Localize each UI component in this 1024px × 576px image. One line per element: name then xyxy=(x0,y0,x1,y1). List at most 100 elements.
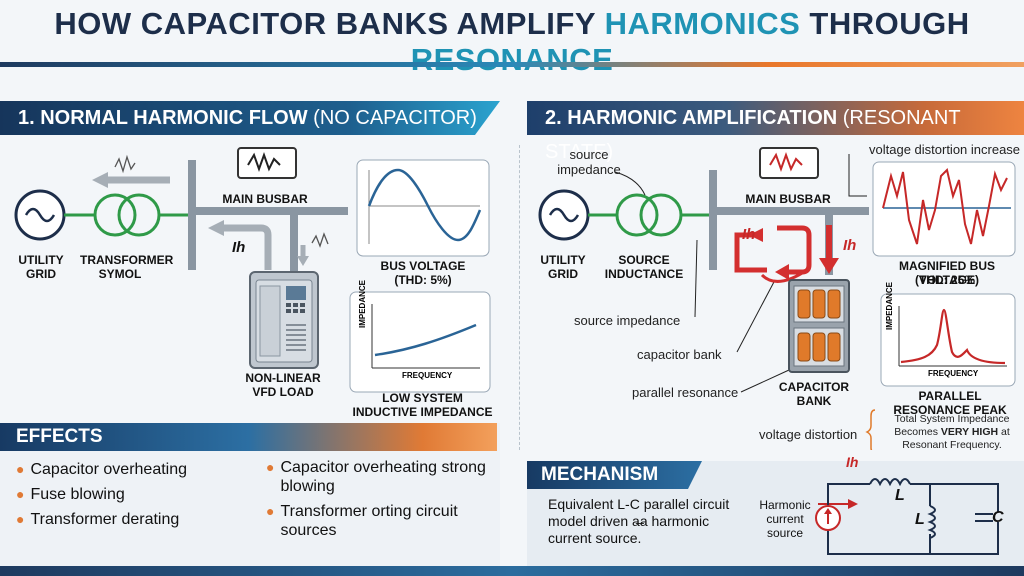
s2-peak-caption: PARALLEL RESONANCE PEAK xyxy=(893,389,1007,417)
mechanism-header: MECHANISM xyxy=(527,461,702,489)
effect-item: ● Transformer orting circuit sources xyxy=(266,502,486,540)
mechanism-text: Equivalent L-C parallel circuit model dr… xyxy=(548,496,730,546)
bottom-bar xyxy=(0,566,1024,576)
s2-source-inductance-label: SOURCE INDUCTANCE xyxy=(604,253,684,281)
circulating-current-icon xyxy=(734,225,812,283)
mech-C: C xyxy=(992,509,1004,526)
inductor-shunt-icon xyxy=(927,505,936,539)
effect-text: Capacitor overheating strong blowing xyxy=(280,459,486,495)
source-inductance-icon xyxy=(615,193,683,237)
bus-voltage-card xyxy=(356,159,490,257)
s1-bus-voltage-label: BUS VOLTAGE xyxy=(380,259,466,273)
section2-header-bold: 2. HARMONIC AMPLIFICATION xyxy=(545,107,838,129)
effect-item: ● Capacitor overheating strong blowing xyxy=(266,458,486,496)
s2-capacitor-bank-label: capacitor bank xyxy=(637,347,722,362)
busbar-drop xyxy=(290,215,298,275)
s2-impedance-axis: IMPEDANCE xyxy=(885,281,894,330)
note-line2-bold: VERY HIGH xyxy=(940,426,999,438)
waveform-box-red-icon xyxy=(759,147,819,179)
note-line1: Total System Impedance xyxy=(894,413,1010,425)
s2-magnified-label: MAGNIFIED BUS VOLTAGE xyxy=(899,259,995,287)
ac-source-icon xyxy=(14,189,66,241)
effect-text: Fuse blowing xyxy=(30,486,125,503)
resonance-peak-card xyxy=(880,293,1016,387)
transformer-icon xyxy=(93,193,161,237)
harmonic-source-label: Harmonic current source xyxy=(759,498,811,540)
busbar-vertical xyxy=(709,170,717,270)
note-line2-pre: Becomes xyxy=(894,426,941,438)
s2-ih-left: Ih xyxy=(742,226,756,243)
bullet-icon: ● xyxy=(16,461,25,477)
s2-source-impedance-top: source impedance xyxy=(557,147,621,177)
mech-L-series: L xyxy=(895,487,905,504)
ac-source-icon xyxy=(538,189,590,241)
note-line3: Resonant Frequency. xyxy=(902,439,1002,451)
bullet-icon: ● xyxy=(16,486,25,502)
note-line2-post: at xyxy=(998,426,1010,438)
s1-ih-label: Ih xyxy=(232,239,246,256)
section1-header: 1. NORMAL HARMONIC FLOW (NO CAPACITOR) xyxy=(0,101,500,135)
s2-frequency-axis: FREQUENCY xyxy=(928,369,979,378)
section1-header-bold: 1. NORMAL HARMONIC FLOW xyxy=(18,107,308,129)
bullet-icon: ● xyxy=(266,503,275,519)
page-title: HOW CAPACITOR BANKS AMPLIFY HARMONICS TH… xyxy=(0,6,1024,78)
s2-source-impedance-mid: source impedance xyxy=(574,313,681,328)
section-divider xyxy=(519,145,521,450)
title-part1: HOW CAPACITOR BANKS AMPLIFY xyxy=(54,6,605,41)
waveform-box-icon xyxy=(237,147,297,179)
s2-thd-label: (THD: 25%) xyxy=(914,273,979,287)
effect-item: ● Transformer derating xyxy=(16,510,246,529)
section2-header-light: (RESONANT STATE) xyxy=(545,107,961,163)
down-current-arrow-icon xyxy=(819,225,839,274)
s1-frequency-axis: FREQUENCY xyxy=(402,371,453,380)
note-line2: Becomes VERY HIGH at xyxy=(882,426,1022,439)
section1-header-light: (NO CAPACITOR) xyxy=(307,107,477,129)
busbar-horizontal xyxy=(188,207,348,215)
s2-utility-grid-label: UTILITY GRID xyxy=(540,253,586,281)
section2-diagram xyxy=(538,147,1016,450)
s1-impedance-caption: LOW SYSTEM INDUCTIVE IMPEDANCE xyxy=(352,391,493,419)
title-part2: HARMONICS xyxy=(604,6,801,41)
mech-L-shunt: L xyxy=(915,511,925,528)
harmonic-squiggle2-icon xyxy=(311,232,329,248)
effect-item: ● Fuse blowing xyxy=(16,485,246,504)
s2-voltage-distortion: voltage distortion xyxy=(759,427,858,442)
current-arrow-icon xyxy=(208,220,272,270)
harmonic-squiggle-icon xyxy=(114,154,136,174)
capacitor-bank-icon xyxy=(788,279,850,373)
lc-circuit-diagram xyxy=(815,478,1000,555)
effects-left-list: ● Capacitor overheating ● Fuse blowing ● Tr… xyxy=(16,460,246,529)
bullet-icon: ● xyxy=(16,511,25,527)
s1-vfd-label: NON-LINEAR VFD LOAD xyxy=(245,371,321,399)
s1-utility-grid-label: UTILITY GRID xyxy=(18,253,64,281)
harmonic-left-arrow-icon xyxy=(92,172,170,188)
title-divider xyxy=(0,62,1024,67)
s2-voltage-distortion-increase: voltage distortion increase xyxy=(869,142,1021,157)
magnified-voltage-card xyxy=(872,161,1016,257)
s2-impedance-note: Total System Impedance Becomes VERY HIGH… xyxy=(882,413,1022,452)
title-part4: RESONANCE xyxy=(410,42,614,77)
effect-text: Transformer derating xyxy=(30,511,180,528)
s1-transformer-label: TRANSFORMER SYMOL xyxy=(80,253,174,281)
effects-right-list: ● Capacitor overheating strong blowing ● T… xyxy=(266,458,486,540)
s1-impedance-axis: IMPEDANCE xyxy=(358,279,367,328)
s2-parallel-resonance-label: parallel resonance xyxy=(632,385,739,400)
vfd-drive-icon xyxy=(249,271,319,369)
effect-item: ● Capacitor overheating xyxy=(16,460,246,479)
s2-busbar-label: MAIN BUSBAR xyxy=(745,192,831,206)
title-part3: THROUGH xyxy=(800,6,970,41)
effect-text: Transformer orting circuit sources xyxy=(280,503,458,539)
bullet-icon: ● xyxy=(266,459,275,475)
brace-icon xyxy=(865,409,876,450)
mech-ih-label: Ih xyxy=(846,454,859,470)
s2-ih-right: Ih xyxy=(843,237,857,254)
impedance-card xyxy=(349,291,491,393)
s2-capacitor-bank-title: CAPACITOR BANK xyxy=(778,380,850,408)
inductor-series-icon xyxy=(869,478,911,487)
section2-header: 2. HARMONIC AMPLIFICATION (RESONANT STAT… xyxy=(527,101,1024,163)
busbar-horizontal xyxy=(709,207,869,215)
section1-diagram xyxy=(14,147,491,393)
s1-busbar-label: MAIN BUSBAR xyxy=(222,192,308,206)
s1-thd-label: (THD: 5%) xyxy=(394,273,452,287)
effect-text: Capacitor overheating xyxy=(30,461,188,478)
